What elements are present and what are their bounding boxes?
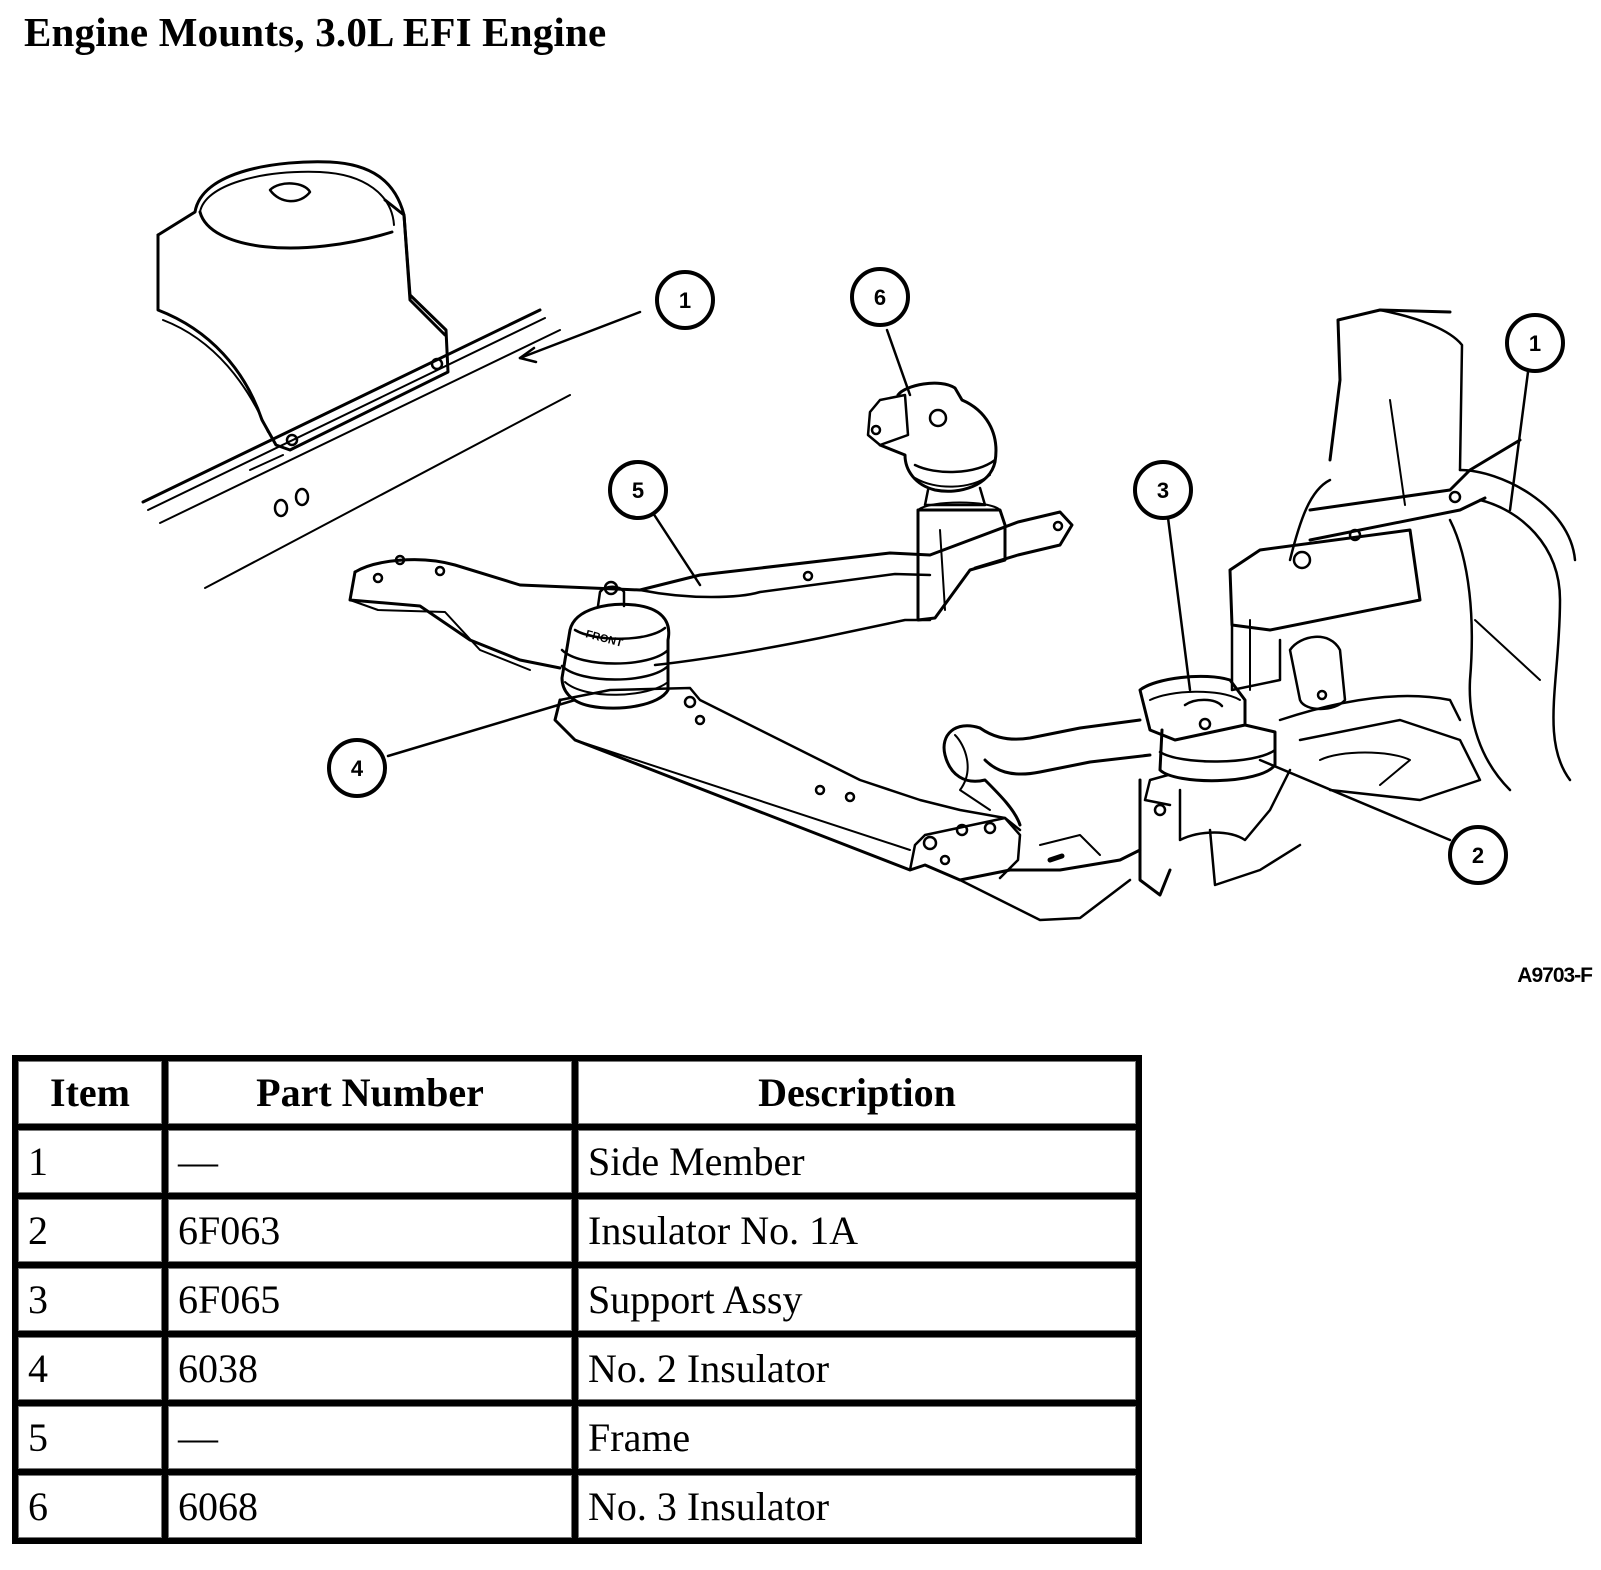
header-description: Description [575,1058,1139,1127]
cell-description: No. 2 Insulator [575,1334,1139,1403]
header-item: Item [15,1058,165,1127]
cell-description: Support Assy [575,1265,1139,1334]
cell-item: 2 [15,1196,165,1265]
cell-part-number: 6038 [165,1334,575,1403]
cell-description: Side Member [575,1127,1139,1196]
cell-item: 3 [15,1265,165,1334]
leader-lines [386,328,1530,842]
cell-item: 4 [15,1334,165,1403]
svg-text:6: 6 [874,285,886,310]
svg-text:4: 4 [351,756,364,781]
callout-6: 6 [850,267,910,327]
table-row: 6 6068 No. 3 Insulator [15,1472,1139,1541]
callout-1-left: 1 [655,270,715,330]
parts-table: Item Part Number Description 1 — Side Me… [12,1055,1142,1544]
table-row: 3 6F065 Support Assy [15,1265,1139,1334]
cell-description: Insulator No. 1A [575,1196,1139,1265]
table-row: 2 6F063 Insulator No. 1A [15,1196,1139,1265]
figure-id: A9703-F [1517,964,1593,987]
table-row: 5 — Frame [15,1403,1139,1472]
cell-description: Frame [575,1403,1139,1472]
cell-part-number: — [165,1127,575,1196]
callout-3: 3 [1133,460,1193,520]
callout-5: 5 [608,460,668,520]
cell-item: 5 [15,1403,165,1472]
callout-1-right: 1 [1505,313,1565,373]
svg-text:1: 1 [1529,331,1541,356]
cell-item: 6 [15,1472,165,1541]
cell-part-number: — [165,1403,575,1472]
callout-2: 2 [1448,825,1508,885]
svg-text:2: 2 [1472,843,1484,868]
callout-4: 4 [327,738,387,798]
svg-text:1: 1 [679,288,691,313]
no-3-insulator [866,381,998,507]
cell-description: No. 3 Insulator [575,1472,1139,1541]
front-label: FRONT [584,628,624,649]
page-title: Engine Mounts, 3.0L EFI Engine [24,9,607,55]
right-side-member [1228,308,1577,802]
svg-text:3: 3 [1157,478,1169,503]
table-row: 1 — Side Member [15,1127,1139,1196]
engine-mounts-diagram: FRONT [0,80,1601,1010]
table-row: 4 6038 No. 2 Insulator [15,1334,1139,1403]
table-header-row: Item Part Number Description [15,1058,1139,1127]
front-crossmember [348,501,1142,922]
side-member-inset [141,160,642,589]
cell-part-number: 6068 [165,1472,575,1541]
header-part-number: Part Number [165,1058,575,1127]
support-assy [942,674,1302,897]
svg-text:5: 5 [632,478,644,503]
cell-part-number: 6F063 [165,1196,575,1265]
cell-part-number: 6F065 [165,1265,575,1334]
cell-item: 1 [15,1127,165,1196]
